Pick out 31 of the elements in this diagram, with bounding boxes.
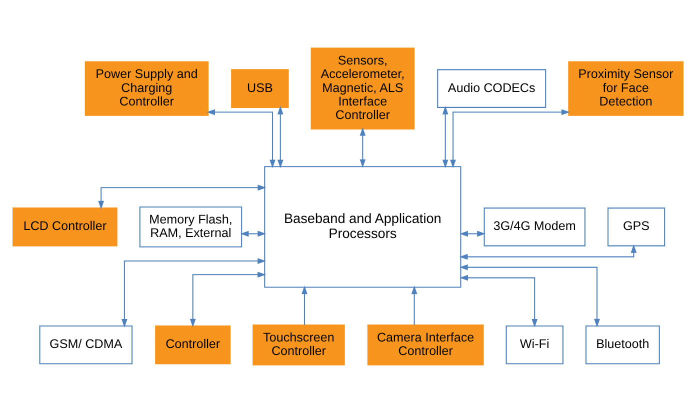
arrow xyxy=(460,274,538,328)
arrow xyxy=(240,230,266,237)
arrow xyxy=(459,264,600,328)
node-box: Bluetooth xyxy=(585,326,660,364)
arrow xyxy=(459,244,637,260)
node-box: Wi-Fi xyxy=(506,326,564,364)
arrow xyxy=(442,106,448,168)
arrow xyxy=(302,286,308,325)
arrow xyxy=(190,272,266,328)
arrow xyxy=(450,109,570,168)
node-box: LCD Controller xyxy=(12,208,118,246)
node-box: Camera Interface Controller xyxy=(367,324,484,366)
arrow xyxy=(360,127,366,168)
arrow xyxy=(98,184,266,210)
arrow xyxy=(411,286,418,325)
node-box: GPS xyxy=(607,208,666,246)
node-box: Power Supply and Charging Controller xyxy=(84,61,209,116)
node-box: Sensors, Accelerometer, Magnetic, ALS Interface Controller xyxy=(310,48,415,130)
node-box: Audio CODECs xyxy=(437,69,546,108)
node-box: Touchscreen Controller xyxy=(252,324,345,366)
node-box: Baseband and Application Processors xyxy=(264,166,462,288)
node-box: Memory Flash, RAM, External xyxy=(139,206,242,248)
arrow xyxy=(122,258,266,328)
arrow xyxy=(206,109,276,168)
node-box: USB xyxy=(231,69,289,108)
node-box: Controller xyxy=(155,326,231,364)
arrow xyxy=(460,230,486,237)
node-box: 3G/4G Modem xyxy=(484,208,586,246)
node-box: Proximity Sensor for Face Detection xyxy=(568,61,684,116)
arrow xyxy=(277,106,284,168)
node-box: GSM/ CDMA xyxy=(39,326,133,364)
